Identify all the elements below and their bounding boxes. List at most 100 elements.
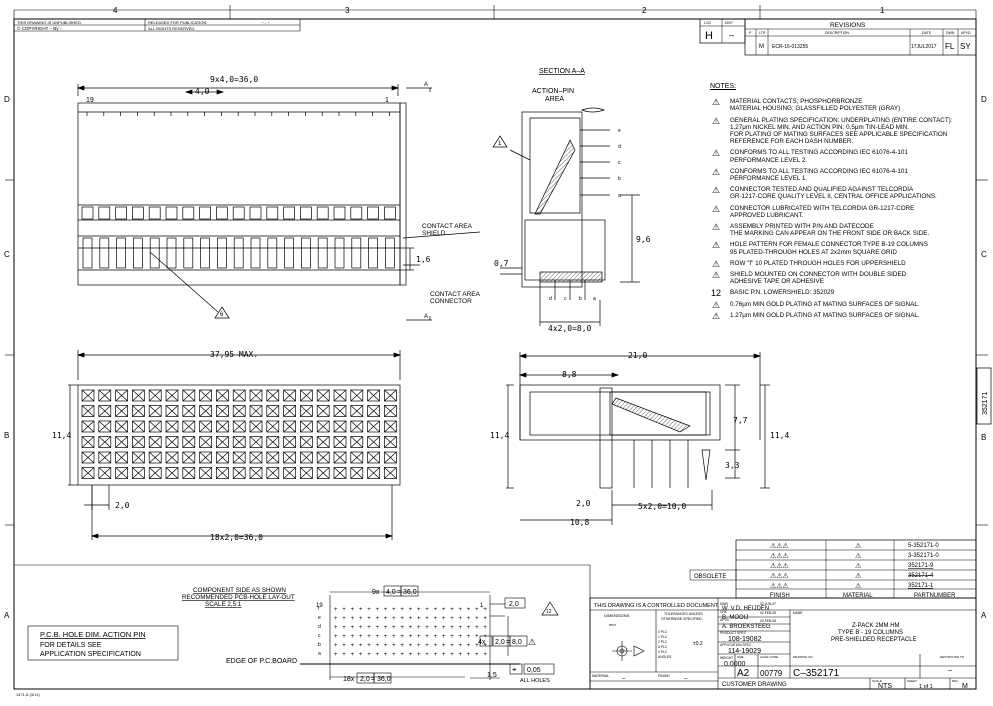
note-marker-icon: 12 xyxy=(710,288,721,299)
top-view-slot xyxy=(148,206,161,220)
front-view-pin-cell xyxy=(115,420,128,433)
front-view-pin-cross xyxy=(148,389,162,402)
section-dim-bottom: 4x2,0=8,0 xyxy=(548,324,592,333)
rev-head-date: DATE xyxy=(922,31,932,35)
top-view-contact xyxy=(334,237,345,269)
side-tab: 352171 xyxy=(976,367,992,425)
top-view-contact xyxy=(149,237,160,269)
pcb-dim-right-top: 2,0 xyxy=(509,601,519,608)
front-view-pin-cross xyxy=(384,420,397,433)
pn-finish-marks: ⚠⚠⚠ xyxy=(770,542,789,550)
section-row-b: b xyxy=(618,176,621,182)
pcb-hole-mark: + xyxy=(384,616,388,622)
tb-name-1: Z-PACK 2MM HM xyxy=(852,623,900,629)
tb-place-1: 1 PLC xyxy=(658,635,668,639)
section-row-d: d xyxy=(618,144,621,150)
pcb-hole-mark: + xyxy=(392,625,396,631)
pcb-hole-mark: + xyxy=(450,652,454,658)
front-view-pin-cell xyxy=(367,420,380,433)
front-view-pin-cell xyxy=(165,451,179,464)
front-view-pin-cell xyxy=(216,467,229,479)
pn-partnumber: 352171-4 xyxy=(908,573,934,579)
note-item: ⚠CONNECTOR LUBRICATED WITH TELCORDIA GR-… xyxy=(710,204,988,219)
front-view-pin-cross xyxy=(182,405,196,417)
tb-finish: FINISH xyxy=(658,674,670,678)
top-view-contact xyxy=(284,237,294,269)
section-dim-96: 9,6 xyxy=(636,235,651,244)
front-view-pin-cross xyxy=(333,389,347,402)
front-view-pin-cell xyxy=(367,405,380,417)
front-view-pin-cross xyxy=(98,436,112,448)
top-view-contact xyxy=(368,237,378,269)
pcb-hole-mark: + xyxy=(467,652,471,658)
front-view-pin-cell xyxy=(333,389,347,402)
front-view-pin-cross xyxy=(199,451,212,464)
pcb-row-label: c xyxy=(318,633,321,639)
top-view-slots xyxy=(81,112,396,269)
pcb-callout-mid: ⚠ xyxy=(528,637,536,647)
rev-apvd: SY xyxy=(960,42,971,51)
zone-row-a-left: A xyxy=(4,611,10,620)
top-view-slot xyxy=(216,206,228,220)
front-view-pin-cross xyxy=(148,405,162,417)
front-view-pin-cross xyxy=(283,451,296,464)
side-dim-108: 10,8 xyxy=(570,518,589,527)
front-view-pin-cross xyxy=(199,436,212,448)
note-line: APPROVED LUBRICANT. xyxy=(730,211,804,219)
top-view-contact xyxy=(301,237,311,269)
side-dim-88: 8,8 xyxy=(562,370,577,379)
tb-restricted-label: RESTRICTED TO xyxy=(940,655,965,659)
pcb-hole-mark: + xyxy=(459,643,463,649)
section-bottom-b: b xyxy=(579,296,582,302)
pcb-dim-top-1: 9x xyxy=(372,589,380,596)
top-view-contact xyxy=(183,237,194,269)
front-view-pin-cell xyxy=(384,389,397,402)
front-view-pin-cell xyxy=(283,467,296,479)
pn-finish-marks: ⚠⚠⚠ xyxy=(770,582,789,590)
front-view-pin-cross xyxy=(98,405,112,417)
callout-6-text: 6 xyxy=(220,312,224,318)
pcb-pin-19: 19 xyxy=(316,603,323,609)
pcb-layout-labels: COMPONENT SIDE AS SHOWN RECOMMENDED PCB-… xyxy=(40,587,559,684)
front-view-pin-cross xyxy=(384,389,397,402)
top-view-contact xyxy=(99,237,110,269)
front-view-pin-cell xyxy=(333,405,347,417)
tb-place-4: 4 PLC xyxy=(658,650,668,654)
pn-finish-marks: ⚠⚠⚠ xyxy=(770,572,789,580)
pcb-hole-mark: + xyxy=(442,643,446,649)
pcb-hole-mark: + xyxy=(434,643,438,649)
front-view-pin-cross xyxy=(98,451,112,464)
pcb-hole-mark: + xyxy=(334,607,338,613)
top-view-slot xyxy=(367,206,379,220)
front-view-pin-cell xyxy=(283,451,296,464)
zone-col-3: 3 xyxy=(345,6,350,15)
form-number: 1471-8 (3/11) xyxy=(16,692,40,697)
front-view-pin-cell xyxy=(266,436,280,448)
front-view-pin-cross xyxy=(81,451,95,464)
front-view-pin-cross xyxy=(249,389,263,402)
front-view-labels: 37,95 MAX. 11,4 2,0 18x2,0=36,0 xyxy=(52,350,263,542)
rev-head-desc: DESCRIPTION xyxy=(825,31,849,35)
front-view-pin-cell xyxy=(165,420,179,433)
pcb-hole-mark: + xyxy=(367,634,371,640)
front-view-pin-cell xyxy=(384,420,397,433)
front-view-pin-cross xyxy=(283,467,296,479)
pcb-hole-mark: + xyxy=(392,643,396,649)
position-symbol-icon: ⌖ xyxy=(512,665,517,674)
zone-col-4: 4 xyxy=(113,6,118,15)
pcb-hole-mark: + xyxy=(400,625,404,631)
zone-row-b-right: B xyxy=(981,433,986,442)
front-view-pin-cross xyxy=(182,451,196,464)
top-view-slot xyxy=(81,206,94,220)
pcb-hole-mark: + xyxy=(359,652,363,658)
front-view-pin-cell xyxy=(115,389,128,402)
front-view-pin-cell xyxy=(266,420,280,433)
front-view-pin-cross xyxy=(316,405,330,417)
front-view-pin-cross xyxy=(266,467,280,479)
front-view-pin-cross xyxy=(333,420,347,433)
note-line: GR-1217-CORE QUALITY LEVEL II, CENTRAL O… xyxy=(730,193,937,201)
callout-triangle-1 xyxy=(492,135,508,148)
front-view-pin-cross xyxy=(249,436,263,448)
front-view-pin-cell xyxy=(316,451,330,464)
